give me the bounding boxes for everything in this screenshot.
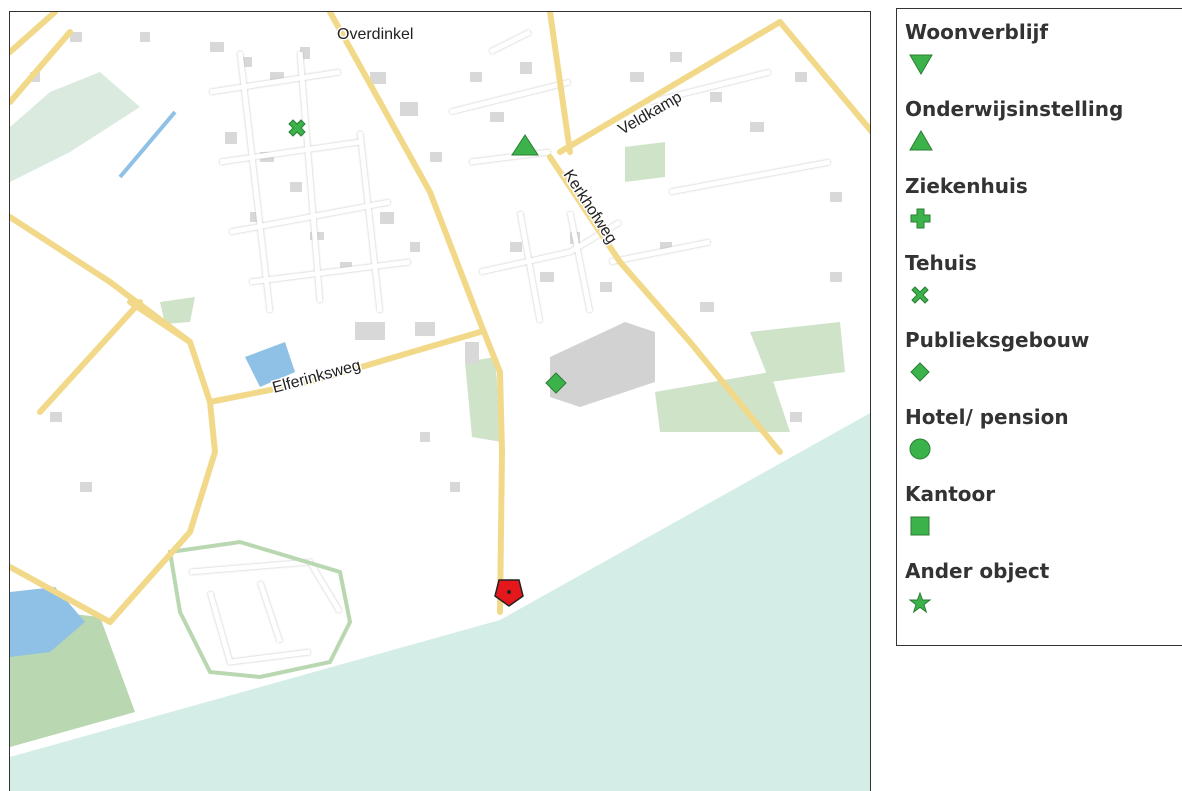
triangle-down-icon <box>909 54 933 75</box>
legend-item-onderwijsinstelling: Onderwijsinstelling <box>905 96 1182 173</box>
water-body <box>245 342 295 387</box>
legend-label: Publieksgebouw <box>905 328 1090 352</box>
legend-item-woonverblijf: Woonverblijf <box>905 19 1182 96</box>
main-roads <box>10 12 870 625</box>
water-canal <box>118 110 177 179</box>
legend-label: Kantoor <box>905 482 996 506</box>
legend-label: Tehuis <box>905 251 977 275</box>
buildings <box>30 32 842 492</box>
map-view[interactable]: Overdinkel Veldkamp Kerkhofweg Elferinks… <box>9 11 871 791</box>
legend-label: Hotel/ pension <box>905 405 1069 429</box>
green-area <box>465 357 502 442</box>
place-label-overdinkel: Overdinkel <box>337 26 413 43</box>
street-label-kerkhofweg: Kerkhofweg <box>560 167 620 247</box>
green-area <box>750 322 845 382</box>
tehuis-marker-icon[interactable] <box>288 119 306 137</box>
legend-item-hotel-pension: Hotel/ pension <box>905 404 1182 481</box>
publieksgebouw-marker-icon[interactable] <box>545 372 567 394</box>
estate-outline <box>167 539 353 680</box>
industrial-block <box>550 322 655 407</box>
star-icon <box>909 592 932 614</box>
foreign-area <box>10 413 870 791</box>
legend-item-kantoor: Kantoor <box>905 481 1182 558</box>
location-marker-icon[interactable] <box>494 579 524 607</box>
legend-label: Ander object <box>905 559 1050 583</box>
residential-streets <box>189 29 831 665</box>
plus-icon <box>910 208 931 229</box>
map-legend: Woonverblijf Onderwijsinstelling Ziekenh… <box>896 8 1182 646</box>
green-area <box>655 372 790 432</box>
onderwijsinstelling-marker-icon[interactable] <box>511 134 539 156</box>
legend-item-ziekenhuis: Ziekenhuis <box>905 173 1182 250</box>
legend-label: Woonverblijf <box>905 20 1049 44</box>
square-icon <box>910 516 930 536</box>
legend-item-ander-object: Ander object <box>905 558 1182 635</box>
legend-label: Onderwijsinstelling <box>905 97 1124 121</box>
water-body <box>10 587 85 657</box>
circle-icon <box>909 438 931 460</box>
green-area <box>160 297 195 324</box>
legend-label: Ziekenhuis <box>905 174 1028 198</box>
legend-item-publieksgebouw: Publieksgebouw <box>905 327 1182 404</box>
diamond-icon <box>910 362 930 382</box>
green-area <box>625 142 665 182</box>
green-area <box>10 72 140 182</box>
map-canvas: Overdinkel Veldkamp Kerkhofweg Elferinks… <box>10 12 870 791</box>
triangle-up-icon <box>909 130 933 151</box>
legend-item-tehuis: Tehuis <box>905 250 1182 327</box>
x-cross-icon <box>911 286 929 304</box>
